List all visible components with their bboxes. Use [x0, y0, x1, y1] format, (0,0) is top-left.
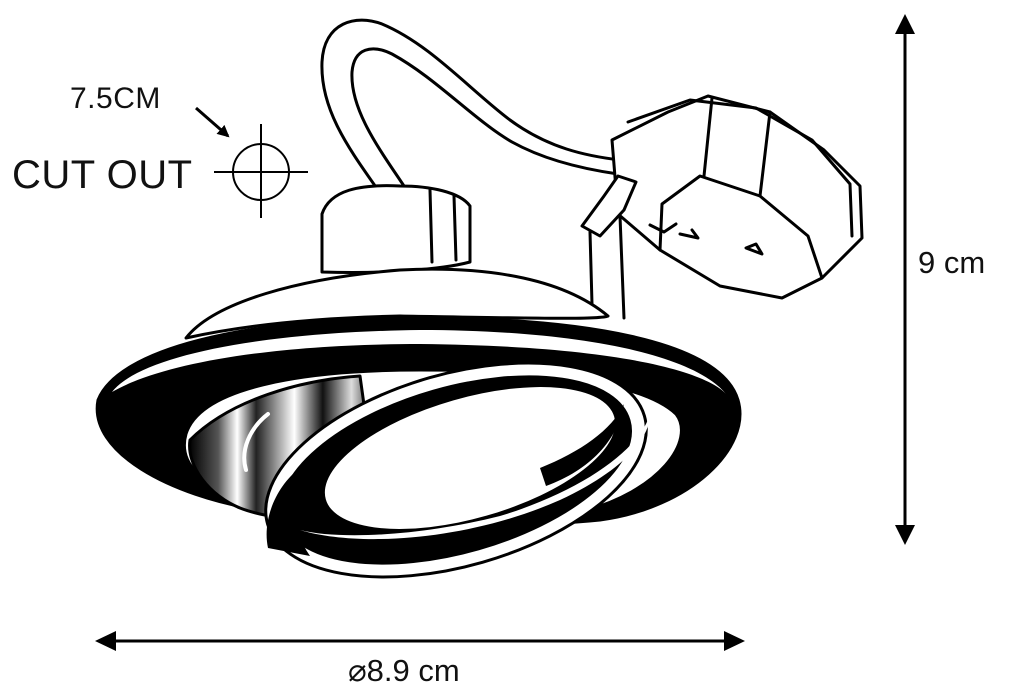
cutout-size-label: 7.5CM: [70, 82, 161, 115]
cutout-label: CUT OUT: [12, 153, 193, 197]
height-label: 9 cm: [918, 245, 986, 280]
height-dimension-line: [895, 14, 915, 545]
diameter-label: ⌀8.9 cm: [348, 653, 460, 688]
diagonal-arrow-icon: [195, 106, 230, 138]
crosshair-circle-icon: [214, 124, 308, 218]
recessed-spotlight-drawing: [95, 18, 864, 579]
diameter-dimension-line: [95, 631, 745, 651]
